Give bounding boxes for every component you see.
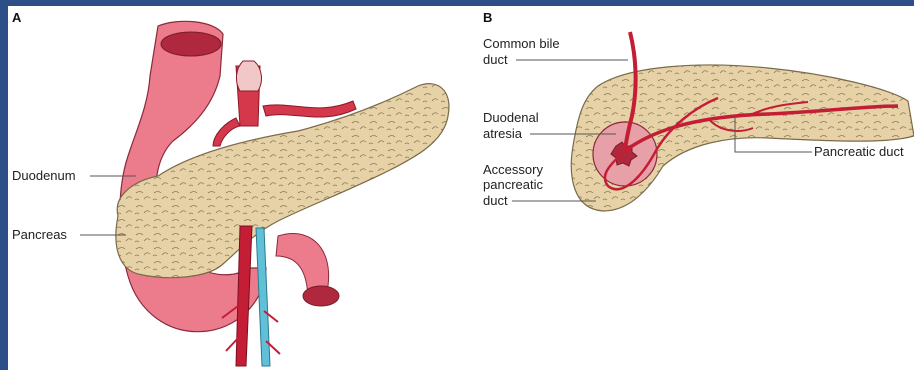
panel-b-label: B xyxy=(483,10,492,25)
label-pancreas: Pancreas xyxy=(12,227,67,242)
label-pancreatic-duct: Pancreatic duct xyxy=(814,144,904,159)
label-duodenum: Duodenum xyxy=(12,168,76,183)
label-duodenal-atresia-2: atresia xyxy=(483,126,523,141)
label-duodenal-atresia-1: Duodenal xyxy=(483,110,539,125)
panel-a-label: A xyxy=(12,10,22,25)
label-common-bile-duct-1: Common bile xyxy=(483,36,560,51)
label-common-bile-duct-2: duct xyxy=(483,52,508,67)
label-accessory-3: duct xyxy=(483,193,508,208)
label-accessory-1: Accessory xyxy=(483,162,543,177)
panel-a-illustration xyxy=(116,21,449,366)
pancreas-diagram: A Duodenum Pancreas B xyxy=(8,6,914,370)
panel-b-illustration xyxy=(571,32,914,211)
label-accessory-2: pancreatic xyxy=(483,177,543,192)
diagram-frame: A Duodenum Pancreas B xyxy=(8,6,914,370)
